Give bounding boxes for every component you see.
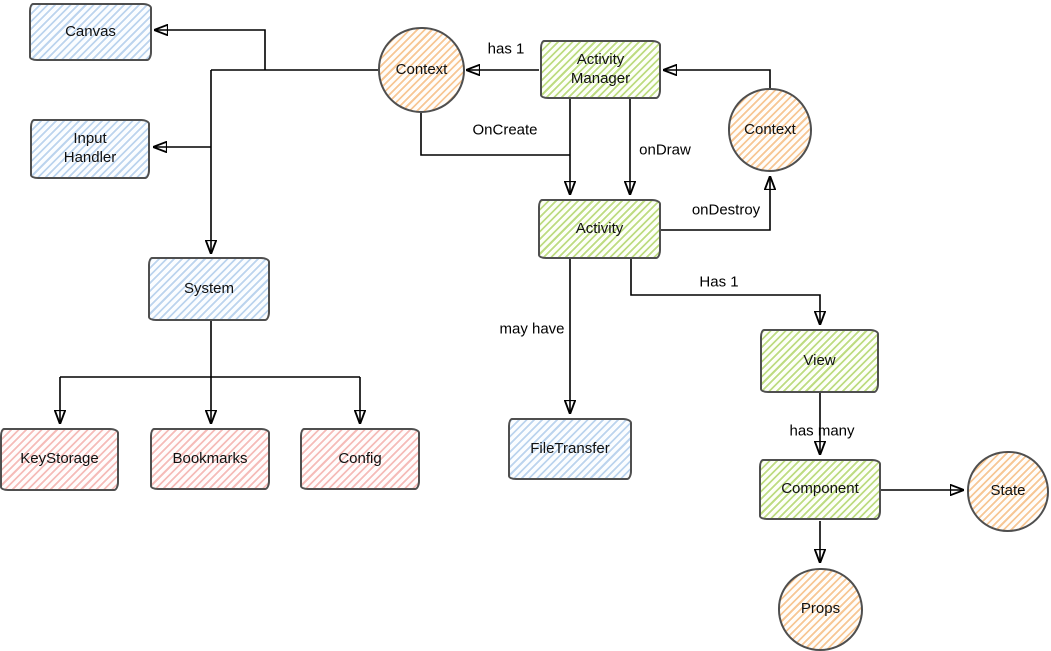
node-bookmarks-label: Bookmarks [172, 449, 248, 467]
node-filetransfer-label: FileTransfer [530, 439, 610, 457]
edge-label-has-1-view: Has 1 [699, 273, 739, 291]
node-props-label: Props [800, 600, 841, 618]
edge-label-has-many: has many [789, 422, 855, 440]
node-component[interactable]: Component [759, 459, 881, 520]
edge-context-right-to-activity-manager[interactable] [664, 70, 771, 89]
edge-context-left-oncreate[interactable] [420, 113, 570, 156]
node-system-label: System [183, 279, 234, 297]
node-canvas[interactable]: Canvas [29, 3, 152, 61]
node-component-label: Component [781, 480, 859, 498]
node-state-label: State [990, 482, 1026, 500]
edge-label-ondraw: onDraw [639, 141, 691, 159]
edge-label-has-1: has 1 [487, 40, 525, 58]
node-config-label: Config [338, 449, 382, 467]
node-state[interactable]: State [967, 451, 1049, 532]
node-activity-label: Activity [575, 219, 624, 237]
node-activity-manager-label: Activity Manager [570, 50, 631, 87]
node-view-label: View [803, 351, 836, 369]
node-context-left-label: Context [395, 60, 448, 78]
edge-activity-ondestroy[interactable] [661, 177, 770, 231]
node-input-handler[interactable]: Input Handler [30, 119, 150, 179]
node-keystorage-label: KeyStorage [20, 450, 99, 468]
node-context-right-label: Context [744, 120, 796, 138]
edge-activity-to-view[interactable] [630, 259, 820, 324]
node-context-right[interactable]: Context [728, 88, 812, 172]
node-props[interactable]: Props [778, 568, 863, 651]
node-context-left[interactable]: Context [378, 27, 465, 113]
edge-label-ondestroy: onDestroy [691, 201, 761, 219]
node-activity-manager[interactable]: Activity Manager [540, 40, 661, 99]
node-canvas-label: Canvas [65, 22, 116, 40]
edge-label-may-have: may have [499, 320, 565, 338]
node-config[interactable]: Config [300, 428, 420, 490]
node-system[interactable]: System [148, 257, 270, 321]
node-keystorage[interactable]: KeyStorage [0, 428, 119, 491]
node-activity[interactable]: Activity [538, 199, 661, 259]
node-filetransfer[interactable]: FileTransfer [508, 418, 632, 480]
edge-context-left-to-canvas[interactable] [155, 30, 266, 70]
node-view[interactable]: View [760, 329, 879, 393]
edge-label-oncreate: OnCreate [472, 121, 538, 139]
node-input-handler-label: Input Handler [63, 130, 117, 166]
node-bookmarks[interactable]: Bookmarks [150, 428, 270, 490]
